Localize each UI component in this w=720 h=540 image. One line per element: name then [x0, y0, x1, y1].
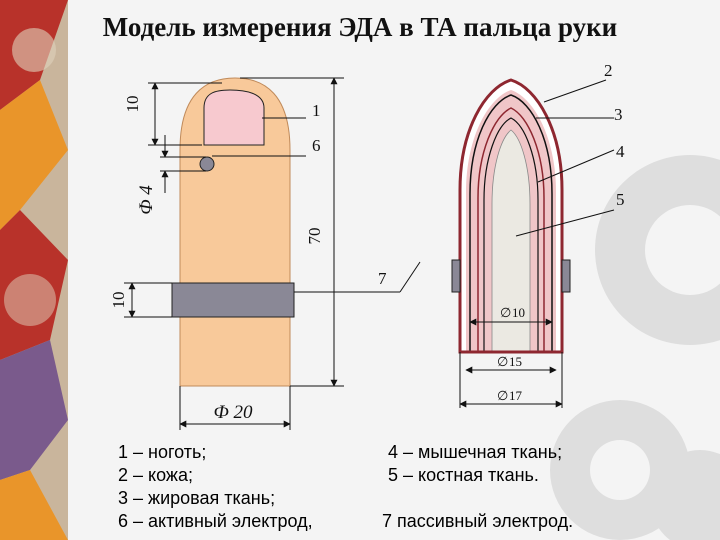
legend-item: 1 – ноготь;: [118, 442, 207, 462]
muscle-layer-inner: [483, 117, 539, 352]
dimension-10-bottom: [124, 282, 172, 318]
left-decoration: [0, 0, 68, 540]
dim-10-bottom-label: 10: [109, 292, 128, 309]
dimension-10-top: [148, 82, 222, 146]
dia-17-symbol: ∅: [497, 388, 508, 403]
dia-10-label: 10: [512, 305, 525, 320]
callout-5-label: 5: [616, 190, 625, 209]
callout-7-label: 7: [378, 269, 387, 288]
fat-layer-outline: [469, 94, 553, 352]
legend-left: 1 – ноготь; 2 – кожа; 3 – жировая ткань;…: [118, 441, 313, 533]
dia-15-symbol: ∅: [497, 354, 508, 369]
callout-6-label: 6: [312, 136, 321, 155]
dim-phi4-label: Ф 4: [136, 185, 157, 215]
passive-electrode-left-pad: [451, 259, 461, 293]
fingernail: [203, 89, 265, 146]
passive-electrode-right-pad: [561, 259, 571, 293]
callout-leaders-left: [212, 117, 306, 157]
dim-70-label: 70: [305, 228, 324, 245]
dim-phi20-label: Ф 20: [213, 402, 253, 423]
legend-item: [388, 487, 573, 510]
bone-core: [491, 129, 531, 353]
dia-17-label: 17: [509, 388, 523, 403]
legend-item: 3 – жировая ткань;: [118, 488, 276, 508]
dia-15-label: 15: [509, 354, 522, 369]
active-electrode: [199, 156, 215, 172]
callout-1-label: 1: [312, 101, 321, 120]
legend-item: 7 пассивный электрод.: [382, 511, 574, 531]
legend-item: 6 – активный электрод,: [118, 511, 313, 531]
diameter-dimensions: [459, 318, 563, 408]
legend-item: 2 – кожа;: [118, 465, 193, 485]
dimension-70: [240, 77, 344, 387]
callout-3-label: 3: [614, 105, 623, 124]
dim-10-top-label: 10: [123, 96, 142, 113]
callout-2-label: 2: [604, 61, 613, 80]
callout-leaders-right: [294, 79, 615, 293]
legend-item: 5 – костная ткань.: [388, 465, 539, 485]
dimension-phi20: [179, 386, 291, 430]
legend-right: 4 – мышечная ткань; 5 – костная ткань. 7…: [382, 441, 573, 533]
dia-10-symbol: ∅: [500, 305, 511, 320]
dimension-phi4: [160, 135, 206, 193]
slide-title: Модель измерения ЭДА в ТА пальца руки: [102, 12, 618, 42]
passive-electrode-band: [171, 282, 295, 318]
legend-item: 4 – мышечная ткань;: [388, 442, 563, 462]
callout-4-label: 4: [616, 142, 625, 161]
